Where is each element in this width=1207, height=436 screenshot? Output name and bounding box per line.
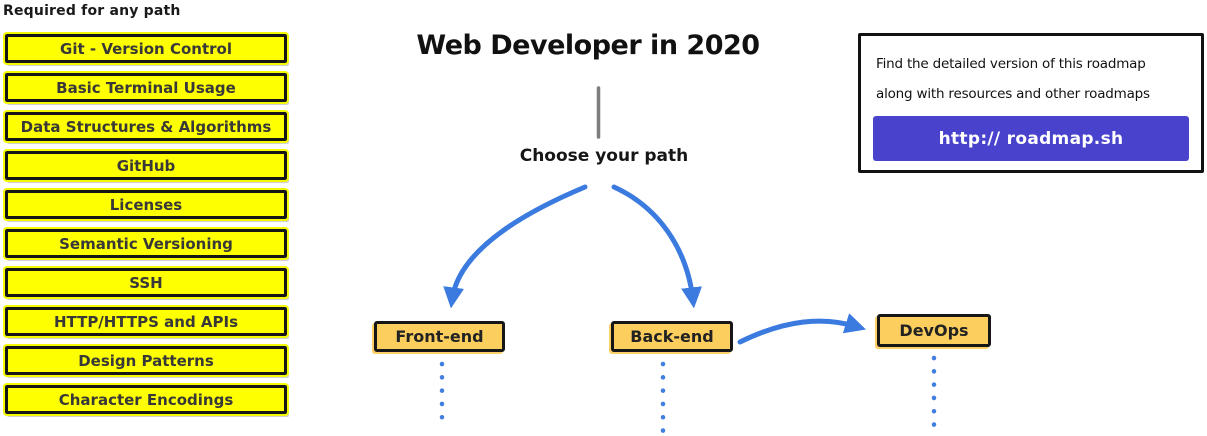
topic-design-patterns[interactable]: Design Patterns <box>3 344 289 377</box>
roadmap-url-button[interactable]: http:// roadmap.sh <box>873 116 1189 161</box>
topic-http-https-apis[interactable]: HTTP/HTTPS and APIs <box>3 305 289 338</box>
info-line-2: along with resources and other roadmaps <box>876 86 1150 102</box>
topic-data-structures-algorithms[interactable]: Data Structures & Algorithms <box>3 110 289 143</box>
arrow-to-front-end <box>443 184 588 309</box>
node-devops[interactable]: DevOps <box>877 314 991 347</box>
required-topics-list: Git - Version Control Basic Terminal Usa… <box>3 32 289 424</box>
topic-character-encodings[interactable]: Character Encodings <box>3 383 289 416</box>
page-title: Web Developer in 2020 <box>416 30 760 61</box>
node-front-end[interactable]: Front-end <box>374 321 505 352</box>
arrow-back-end-to-devops <box>737 313 867 345</box>
topic-semantic-versioning[interactable]: Semantic Versioning <box>3 227 289 260</box>
topic-ssh[interactable]: SSH <box>3 266 289 299</box>
topic-git-version-control[interactable]: Git - Version Control <box>3 32 289 65</box>
info-line-1: Find the detailed version of this roadma… <box>876 56 1146 72</box>
info-box: Find the detailed version of this roadma… <box>858 33 1204 173</box>
choose-your-path-label: Choose your path <box>519 146 689 166</box>
arrow-to-back-end <box>611 184 702 309</box>
topic-basic-terminal-usage[interactable]: Basic Terminal Usage <box>3 71 289 104</box>
required-path-heading: Required for any path <box>3 3 181 19</box>
topic-github[interactable]: GitHub <box>3 149 289 182</box>
node-back-end[interactable]: Back-end <box>611 321 733 352</box>
topic-licenses[interactable]: Licenses <box>3 188 289 221</box>
